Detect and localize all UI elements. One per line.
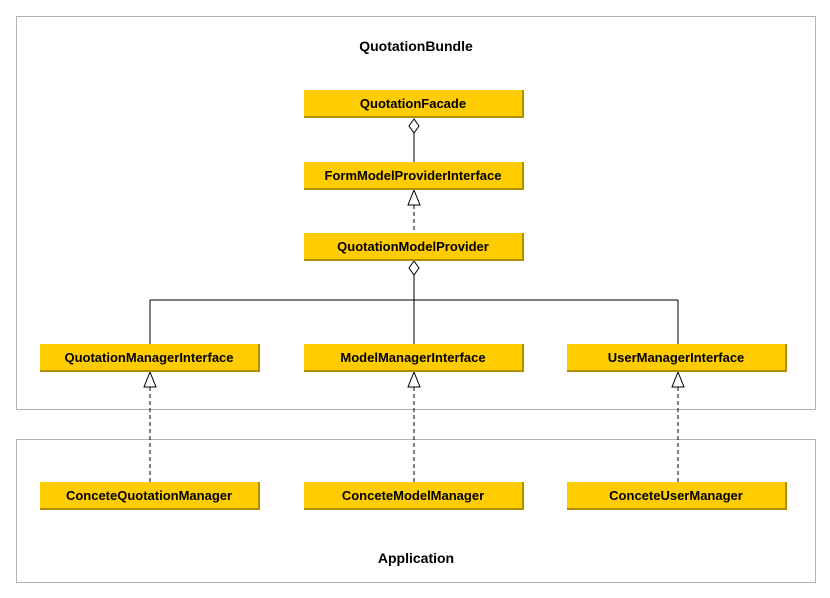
package-title: Application	[377, 550, 455, 566]
package-application: Application	[16, 439, 816, 583]
class-user-manager-interface[interactable]: UserManagerInterface	[567, 344, 787, 372]
class-concete-quotation-manager[interactable]: ConceteQuotationManager	[40, 482, 260, 510]
class-concete-model-manager[interactable]: ConceteModelManager	[304, 482, 524, 510]
class-quotation-facade[interactable]: QuotationFacade	[304, 90, 524, 118]
realization-arrow-icon	[407, 370, 421, 388]
aggregation-diamond-icon	[408, 260, 420, 276]
class-model-manager-interface[interactable]: ModelManagerInterface	[304, 344, 524, 372]
realization-arrow-icon	[143, 370, 157, 388]
class-quotation-manager-interface[interactable]: QuotationManagerInterface	[40, 344, 260, 372]
aggregation-diamond-icon	[408, 118, 420, 134]
realization-arrow-icon	[671, 370, 685, 388]
package-title: QuotationBundle	[359, 38, 473, 54]
class-concete-user-manager[interactable]: ConceteUserManager	[567, 482, 787, 510]
realization-arrow-icon	[407, 188, 421, 206]
class-form-model-provider-interface[interactable]: FormModelProviderInterface	[304, 162, 524, 190]
class-quotation-model-provider[interactable]: QuotationModelProvider	[304, 233, 524, 261]
